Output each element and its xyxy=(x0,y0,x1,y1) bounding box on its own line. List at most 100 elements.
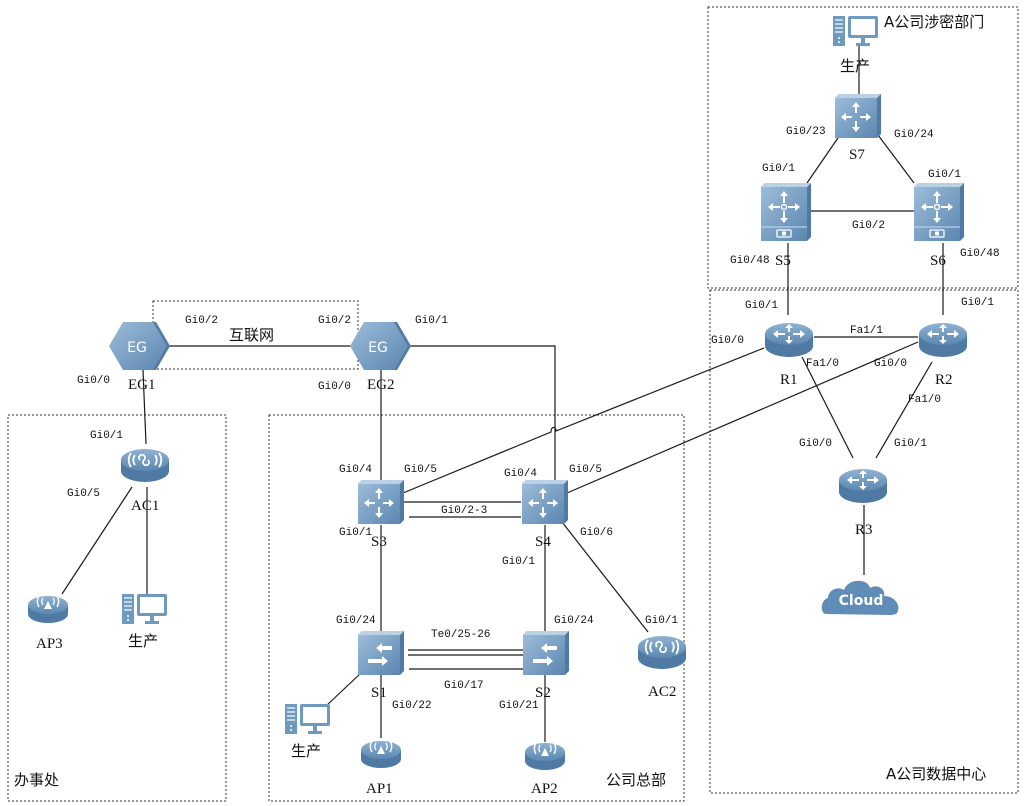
device-eg1[interactable]: EG xyxy=(109,322,170,370)
device-pc-hq[interactable] xyxy=(284,703,331,735)
core-switch-icon xyxy=(760,182,812,242)
device-pc-secret[interactable] xyxy=(832,15,879,47)
ap1-label: AP1 xyxy=(366,781,393,797)
s2-label: S2 xyxy=(535,685,551,701)
router-icon xyxy=(919,323,967,357)
zone-label-hq: 公司总部 xyxy=(606,771,666,789)
zone-secret-department xyxy=(707,6,1019,289)
zone-label-internet: 互联网 xyxy=(229,326,274,344)
device-s3[interactable] xyxy=(358,480,404,524)
link-r2-s4 xyxy=(566,341,919,494)
port-label: Gi0/0 xyxy=(77,375,110,387)
ac2-label: AC2 xyxy=(648,684,676,700)
device-s6[interactable] xyxy=(913,182,965,242)
device-ac1[interactable] xyxy=(120,448,170,483)
l2-switch-icon xyxy=(358,631,404,675)
device-s5[interactable] xyxy=(760,182,812,242)
zone-office xyxy=(7,414,227,802)
device-cloud[interactable]: Cloud xyxy=(821,580,899,615)
device-r1[interactable] xyxy=(765,323,813,357)
l3-switch-icon xyxy=(522,480,568,524)
link-s7-s5 xyxy=(806,134,841,184)
port-label: Te0/25-26 xyxy=(431,629,490,641)
s7-label: S7 xyxy=(849,147,865,163)
zone-data-center xyxy=(709,289,1019,794)
s1-label: S1 xyxy=(371,685,387,701)
port-label: Gi0/6 xyxy=(580,527,613,539)
s6-label: S6 xyxy=(930,253,946,269)
device-s2[interactable] xyxy=(523,631,569,675)
port-label: Gi0/1 xyxy=(645,615,678,627)
device-eg2[interactable]: EG xyxy=(350,322,411,370)
zone-headquarters xyxy=(268,414,685,802)
pc-secret-label: 生产 xyxy=(840,58,870,75)
s4-label: S4 xyxy=(535,534,551,550)
ac1-label: AC1 xyxy=(131,498,159,514)
device-r3[interactable] xyxy=(839,469,887,503)
eg1-icon-text: EG xyxy=(127,340,147,356)
link-r2-r3 xyxy=(875,361,933,459)
ap2-label: AP2 xyxy=(531,781,558,797)
port-label: Gi0/48 xyxy=(960,248,1000,260)
port-label: Gi0/2 xyxy=(185,315,218,327)
port-label: Gi0/48 xyxy=(730,255,770,267)
router-icon xyxy=(839,469,887,503)
device-ap2[interactable] xyxy=(524,742,566,771)
port-label: Gi0/21 xyxy=(499,700,539,712)
l2-switch-icon xyxy=(523,631,569,675)
port-labels: Gi0/23 Gi0/24 Gi0/1 Gi0/1 Gi0/2 Gi0/48 G… xyxy=(67,126,1000,712)
port-label: Gi0/1 xyxy=(928,169,961,181)
ap3-label: AP3 xyxy=(36,636,63,652)
port-label: Gi0/1 xyxy=(415,315,448,327)
pc-icon xyxy=(121,593,168,625)
device-ap1[interactable] xyxy=(360,740,402,769)
link-eg2-s4 xyxy=(408,345,556,482)
eg2-icon-text: EG xyxy=(368,340,388,356)
links xyxy=(61,45,944,742)
link-s1-pc xyxy=(325,672,362,707)
port-label: Gi0/2-3 xyxy=(441,505,487,517)
pc-hq-label: 生产 xyxy=(291,743,321,760)
router-icon xyxy=(765,323,813,357)
port-label: Gi0/0 xyxy=(874,358,907,370)
port-label: Fa1/1 xyxy=(850,325,883,337)
device-r2[interactable] xyxy=(919,323,967,357)
link-eg1-ac1 xyxy=(142,369,147,445)
port-label: Gi0/2 xyxy=(852,220,885,232)
eg2-label: EG2 xyxy=(367,377,395,393)
zone-label-datacenter: A公司数据中心 xyxy=(886,765,986,783)
access-point-icon xyxy=(524,742,566,771)
port-label: Gi0/24 xyxy=(894,129,934,141)
pc-office-label: 生产 xyxy=(128,633,158,650)
port-label: Gi0/5 xyxy=(404,464,437,476)
device-s7[interactable] xyxy=(835,94,881,138)
port-label: Gi0/0 xyxy=(799,438,832,450)
device-ap3[interactable] xyxy=(27,595,69,624)
port-label: Gi0/5 xyxy=(67,488,100,500)
port-label: Gi0/5 xyxy=(569,464,602,476)
pc-icon xyxy=(284,703,331,735)
port-label: Gi0/2 xyxy=(318,315,351,327)
device-s4[interactable] xyxy=(522,480,568,524)
port-label: Gi0/0 xyxy=(711,335,744,347)
device-ac2[interactable] xyxy=(637,635,687,670)
port-label: Gi0/24 xyxy=(554,615,594,627)
l3-switch-icon xyxy=(835,94,881,138)
r1-label: R1 xyxy=(780,372,798,388)
port-label: Gi0/1 xyxy=(339,527,372,539)
device-pc-office[interactable] xyxy=(121,593,168,625)
zone-label-secret: A公司涉密部门 xyxy=(884,13,984,31)
eg1-label: EG1 xyxy=(128,377,156,393)
access-point-icon xyxy=(27,595,69,624)
port-label: Gi0/24 xyxy=(336,615,376,627)
device-s1[interactable] xyxy=(358,631,404,675)
port-label: Gi0/0 xyxy=(318,381,351,393)
link-ac1-ap3 xyxy=(61,486,133,595)
port-label: Gi0/1 xyxy=(894,438,927,450)
link-s7-s6 xyxy=(877,134,915,184)
port-label: Gi0/22 xyxy=(392,700,432,712)
port-label: Fa1/0 xyxy=(806,358,839,370)
wireless-controller-icon xyxy=(637,635,687,670)
link-r1-s3 xyxy=(402,347,765,494)
